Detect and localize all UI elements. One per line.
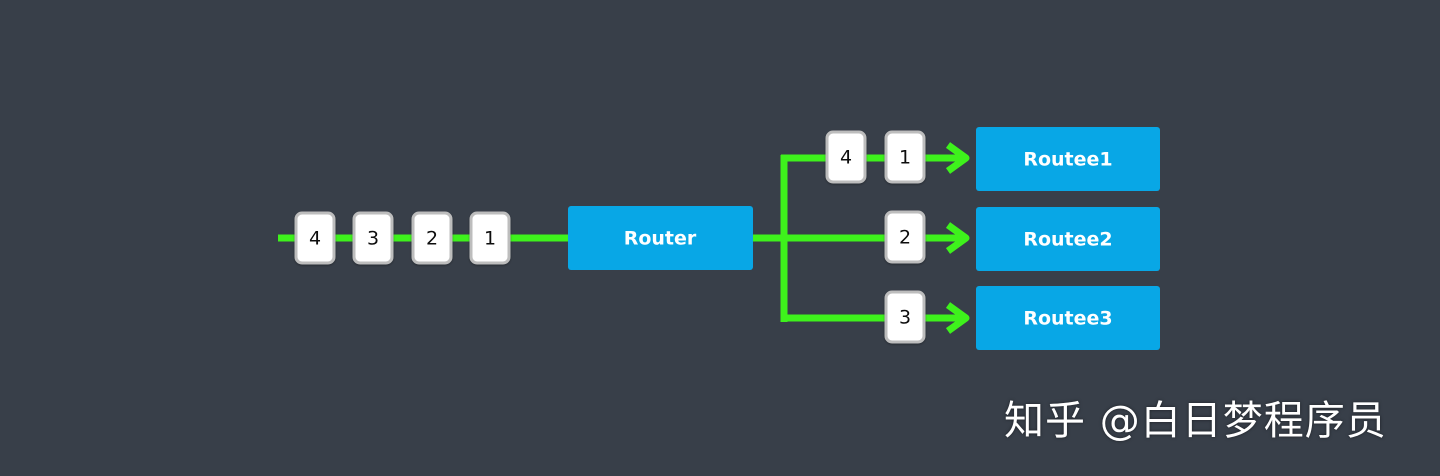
message-card: 2: [411, 211, 453, 265]
message-card: 4: [294, 211, 336, 265]
router-label: Router: [624, 228, 697, 250]
router-box: [568, 206, 753, 270]
routee1-message-queue: 4 1: [825, 130, 926, 184]
routee2-box: [976, 207, 1160, 271]
message-label: 2: [426, 228, 438, 250]
watermark-text: 知乎 @白日梦程序员: [1004, 398, 1387, 444]
message-label: 4: [309, 228, 321, 250]
message-card: 3: [352, 211, 394, 265]
arrow-head-routee1: [945, 142, 970, 174]
message-label: 1: [484, 228, 496, 250]
message-label: 2: [899, 227, 911, 249]
message-card: 4: [825, 130, 867, 184]
routee2-label: Routee2: [1023, 229, 1112, 251]
routee1-label: Routee1: [1023, 149, 1112, 171]
message-card: 1: [884, 130, 926, 184]
incoming-message-queue: 4 3 2 1: [294, 211, 511, 265]
arrow-head-routee3: [945, 302, 970, 334]
message-label: 3: [899, 307, 911, 329]
message-card: 2: [884, 210, 926, 264]
routee-node-1: Routee1: [976, 127, 1160, 191]
message-label: 3: [367, 228, 379, 250]
routee3-label: Routee3: [1023, 308, 1112, 330]
routee-node-2: Routee2: [976, 207, 1160, 271]
message-label: 4: [840, 147, 852, 169]
routee1-box: [976, 127, 1160, 191]
routee-node-3: Routee3: [976, 286, 1160, 350]
routee3-box: [976, 286, 1160, 350]
routee3-message-queue: 3: [884, 290, 926, 344]
message-card: 1: [469, 211, 511, 265]
router-node: Router: [568, 206, 753, 270]
routee2-message-queue: 2: [884, 210, 926, 264]
message-card: 3: [884, 290, 926, 344]
message-label: 1: [899, 147, 911, 169]
arrow-head-routee2: [945, 222, 970, 254]
